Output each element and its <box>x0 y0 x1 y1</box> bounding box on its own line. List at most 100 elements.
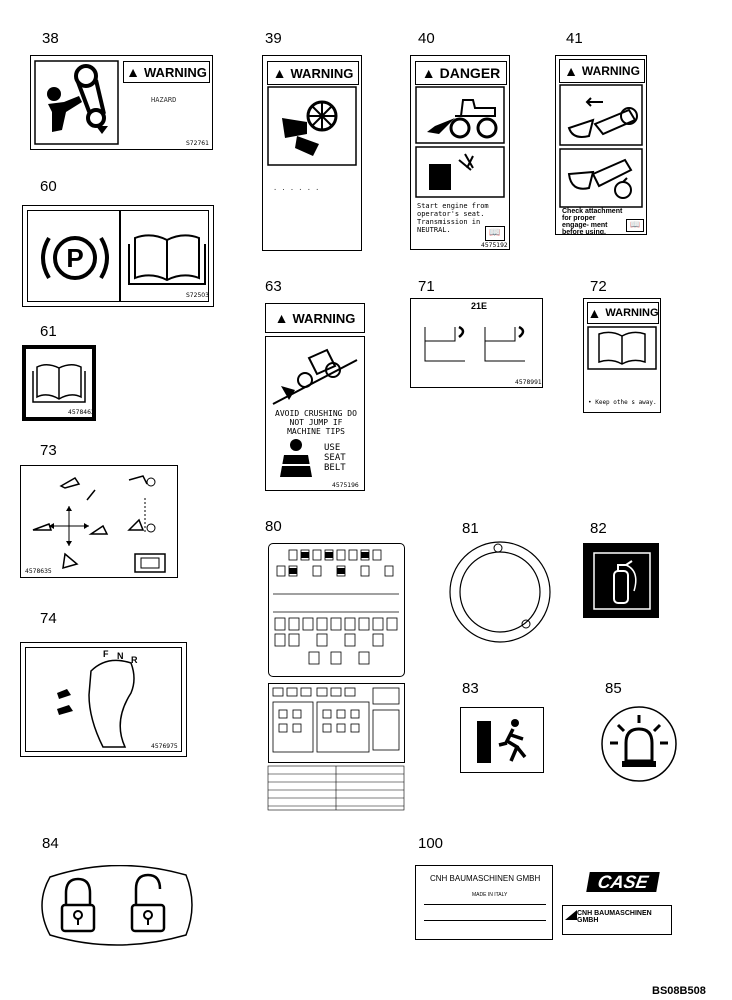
item-number-40: 40 <box>418 30 435 47</box>
decal-73-code: 4578635 <box>25 568 52 575</box>
decal-72-warning-text: WARNING <box>605 307 659 319</box>
parking-brake-icon: P <box>41 236 109 280</box>
decal-41-text: Check attachment for proper engage- ment… <box>562 208 623 235</box>
warning-triangle-icon: ▲ <box>274 310 289 326</box>
decal-61-code: 4578463 <box>68 409 95 416</box>
decal-100-brand-logo: CASE <box>586 872 660 892</box>
rollover-hazard-icon <box>272 348 358 405</box>
decal-38-warning-text: WARNING <box>144 64 207 80</box>
item-number-85: 85 <box>605 680 622 697</box>
fuse-layout-diagram <box>273 549 399 665</box>
decal-71-code: 4578991 <box>515 379 542 386</box>
unlock-icon <box>130 873 166 933</box>
fire-extinguisher-icon <box>593 552 651 610</box>
manual-icon: 📖 <box>485 226 505 241</box>
decal-63-code: 4575196 <box>332 482 359 489</box>
decal-100-company: CNH BAUMASCHINEN GMBH <box>430 874 541 883</box>
decal-63: ▲WARNING <box>265 303 365 333</box>
decal-40-text: Start engine from operator's seat. Trans… <box>417 202 489 234</box>
decal-74-letter-r: R <box>131 655 138 665</box>
decal-38: ▲WARNING HAZARD S72761 <box>30 55 213 150</box>
decal-72-text: • Keep othe s away. <box>588 399 657 406</box>
decal-82 <box>583 543 659 618</box>
belt-entanglement-icon <box>34 60 119 145</box>
warning-triangle-icon: ▲ <box>564 63 578 79</box>
decal-71: 21E 4578991 <box>410 298 543 388</box>
decal-41-warning-text: WARNING <box>581 64 640 78</box>
decal-41-header: ▲WARNING <box>559 59 645 83</box>
item-number-41: 41 <box>566 30 583 47</box>
decal-41: ▲WARNING Check attachment for proper eng… <box>555 55 647 235</box>
decal-74: F N R 4576975 <box>20 642 187 757</box>
decal-40-header: ▲DANGER <box>415 61 507 85</box>
decal-100-brand-company: CNH BAUMASCHINEN GMBH <box>577 910 652 924</box>
item-number-83: 83 <box>462 680 479 697</box>
decal-39-warning-text: WARNING <box>290 65 354 81</box>
fan-hazard-icon <box>267 86 357 166</box>
seatbelt-icon <box>280 439 312 477</box>
decal-39-text: . . . . . . <box>273 184 320 192</box>
decal-63-seatbelt-text: USE SEAT BELT <box>324 443 346 473</box>
decal-60: P S72503 <box>22 205 214 307</box>
svg-text:P: P <box>66 243 83 273</box>
decal-73: 4578635 <box>20 465 178 578</box>
decal-71-code-box: 21E <box>471 301 488 311</box>
item-number-71: 71 <box>418 278 435 295</box>
relay-layout-diagram <box>272 687 400 753</box>
item-number-74: 74 <box>40 610 57 627</box>
lock-icon <box>60 877 96 933</box>
item-number-61: 61 <box>40 323 57 340</box>
decal-72-header: ▲WARNING <box>587 302 659 324</box>
item-number-60: 60 <box>40 178 57 195</box>
decal-38-hazard-text: HAZARD <box>151 96 177 104</box>
drawing-reference-code: BS08B508 <box>652 985 706 997</box>
decal-80-fuse-panel-top <box>268 543 405 677</box>
decal-38-code: S72761 <box>186 140 209 147</box>
decal-80-relay-panel <box>268 683 405 763</box>
decal-100-made-in: MADE IN ITALY <box>472 892 508 898</box>
emergency-exit-icon <box>477 719 527 763</box>
decal-74-letter-n: N <box>117 651 124 661</box>
decal-100-line-2 <box>424 920 546 921</box>
warning-triangle-icon: ▲ <box>272 65 287 81</box>
decal-63-crush-text: AVOID CRUSHING DO NOT JUMP IF MACHINE TI… <box>275 409 357 436</box>
decal-63-body: AVOID CRUSHING DO NOT JUMP IF MACHINE TI… <box>265 336 365 491</box>
decal-74-code: 4576975 <box>151 743 178 750</box>
decal-40: ▲DANGER Start engine from operator's sea… <box>410 55 510 250</box>
item-number-72: 72 <box>590 278 607 295</box>
item-number-82: 82 <box>590 520 607 537</box>
warning-triangle-icon: ▲ <box>126 64 140 80</box>
decal-83 <box>460 707 544 773</box>
item-number-81: 81 <box>462 520 479 537</box>
decal-100-line-1 <box>424 904 546 905</box>
decal-38-header: ▲WARNING <box>123 61 210 83</box>
decal-40-code: 4575192 <box>481 242 508 249</box>
item-number-38: 38 <box>42 30 59 47</box>
operator-manual-icon <box>32 364 86 403</box>
decal-74-inner-frame <box>25 647 182 752</box>
item-number-73: 73 <box>40 442 57 459</box>
decal-100-brand-plate: CNH BAUMASCHINEN GMBH <box>562 905 672 935</box>
decal-63-warning-text: WARNING <box>292 310 356 326</box>
decal-80-legend-table <box>267 765 405 811</box>
lift-chart-diagram <box>424 325 525 362</box>
warning-triangle-icon: ▲ <box>587 305 602 321</box>
decal-40-danger-text: DANGER <box>439 65 501 81</box>
item-number-80: 80 <box>265 518 282 535</box>
control-pattern-diagram <box>32 475 166 573</box>
decal-63-header: ▲WARNING <box>270 308 360 328</box>
manual-icon: 📖 <box>626 219 644 232</box>
case-small-logo-icon <box>565 910 577 920</box>
danger-triangle-icon: ▲ <box>421 65 436 81</box>
starter-hazard-icon <box>415 146 505 198</box>
decal-72: ▲WARNING • Keep othe s away. <box>583 298 661 413</box>
decal-85-beacon <box>601 706 677 782</box>
item-number-63: 63 <box>265 278 282 295</box>
item-number-84: 84 <box>42 835 59 852</box>
operator-manual-icon <box>128 234 206 285</box>
decal-39-header: ▲WARNING <box>267 61 359 85</box>
decal-74-letter-f: F <box>103 649 109 659</box>
fnr-lever-diagram <box>57 659 135 748</box>
decal-84-lock-unlock <box>41 865 193 946</box>
decal-60-code: S72503 <box>186 292 209 299</box>
